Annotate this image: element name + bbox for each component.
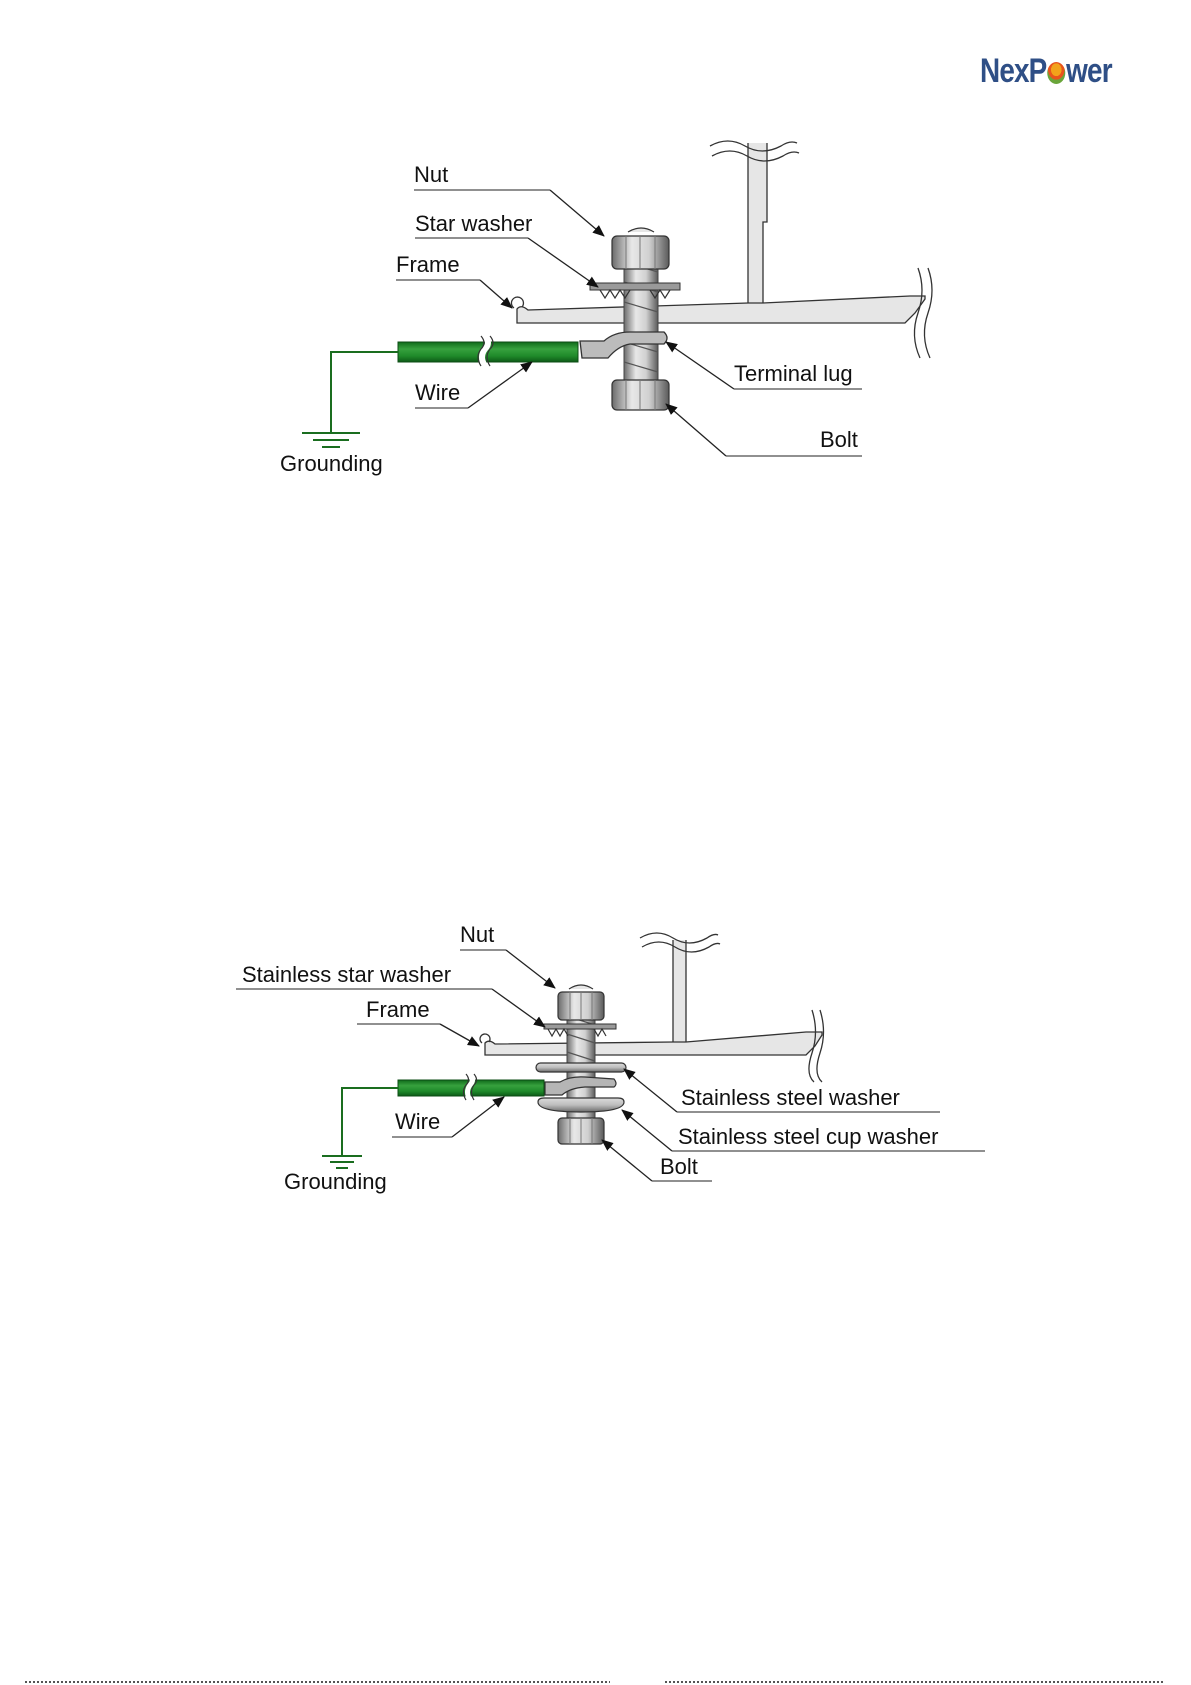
label-terminal-lug-1: Terminal lug (734, 361, 853, 386)
leader-star-washer-1 (528, 238, 598, 287)
frame-profile-1 (511, 141, 932, 358)
diagram-1: Nut Star washer Frame Wire Grounding Ter… (280, 141, 932, 476)
footer-rule-left (25, 1681, 610, 1683)
label-grounding-1: Grounding (280, 451, 383, 476)
label-bolt-2: Bolt (660, 1154, 698, 1179)
label-stainless-steel-cup-washer-2: Stainless steel cup washer (678, 1124, 938, 1149)
label-stainless-star-washer-2: Stainless star washer (242, 962, 451, 987)
leader-nut-2 (506, 950, 555, 988)
label-grounding-2: Grounding (284, 1169, 387, 1194)
label-frame-2: Frame (366, 997, 430, 1022)
stainless-steel-cup-washer-2 (538, 1098, 624, 1112)
leader-frame-1 (480, 280, 512, 308)
nut-2 (558, 985, 604, 1020)
wire-2 (398, 1074, 544, 1100)
label-bolt-1: Bolt (820, 427, 858, 452)
leader-nut-1 (550, 190, 604, 236)
leader-wire-2 (452, 1097, 504, 1137)
label-nut-2: Nut (460, 922, 494, 947)
footer-rule-right (665, 1681, 1165, 1683)
label-wire-1: Wire (415, 380, 460, 405)
wire-1 (398, 336, 578, 366)
label-star-washer-1: Star washer (415, 211, 532, 236)
label-frame-1: Frame (396, 252, 460, 277)
leader-wire-1 (468, 362, 532, 408)
frame-profile-2 (480, 933, 824, 1082)
leader-bolt-1 (666, 404, 726, 456)
label-nut-1: Nut (414, 162, 448, 187)
leader-bolt-2 (602, 1140, 652, 1181)
leader-frame-2 (440, 1024, 479, 1046)
nut-1 (612, 228, 669, 269)
leader-stainless-steel-cup-washer-2 (622, 1110, 672, 1151)
diagram-2: Nut Stainless star washer Frame Wire Gro… (236, 922, 985, 1194)
label-wire-2: Wire (395, 1109, 440, 1134)
leader-terminal-lug-1 (666, 342, 734, 389)
label-stainless-steel-washer-2: Stainless steel washer (681, 1085, 900, 1110)
ground-symbol-2 (322, 1088, 398, 1168)
ground-symbol-1 (302, 352, 398, 447)
stainless-steel-washer-2 (536, 1063, 626, 1072)
leader-stainless-star-washer-2 (492, 989, 545, 1027)
leader-stainless-steel-washer-2 (624, 1069, 677, 1112)
